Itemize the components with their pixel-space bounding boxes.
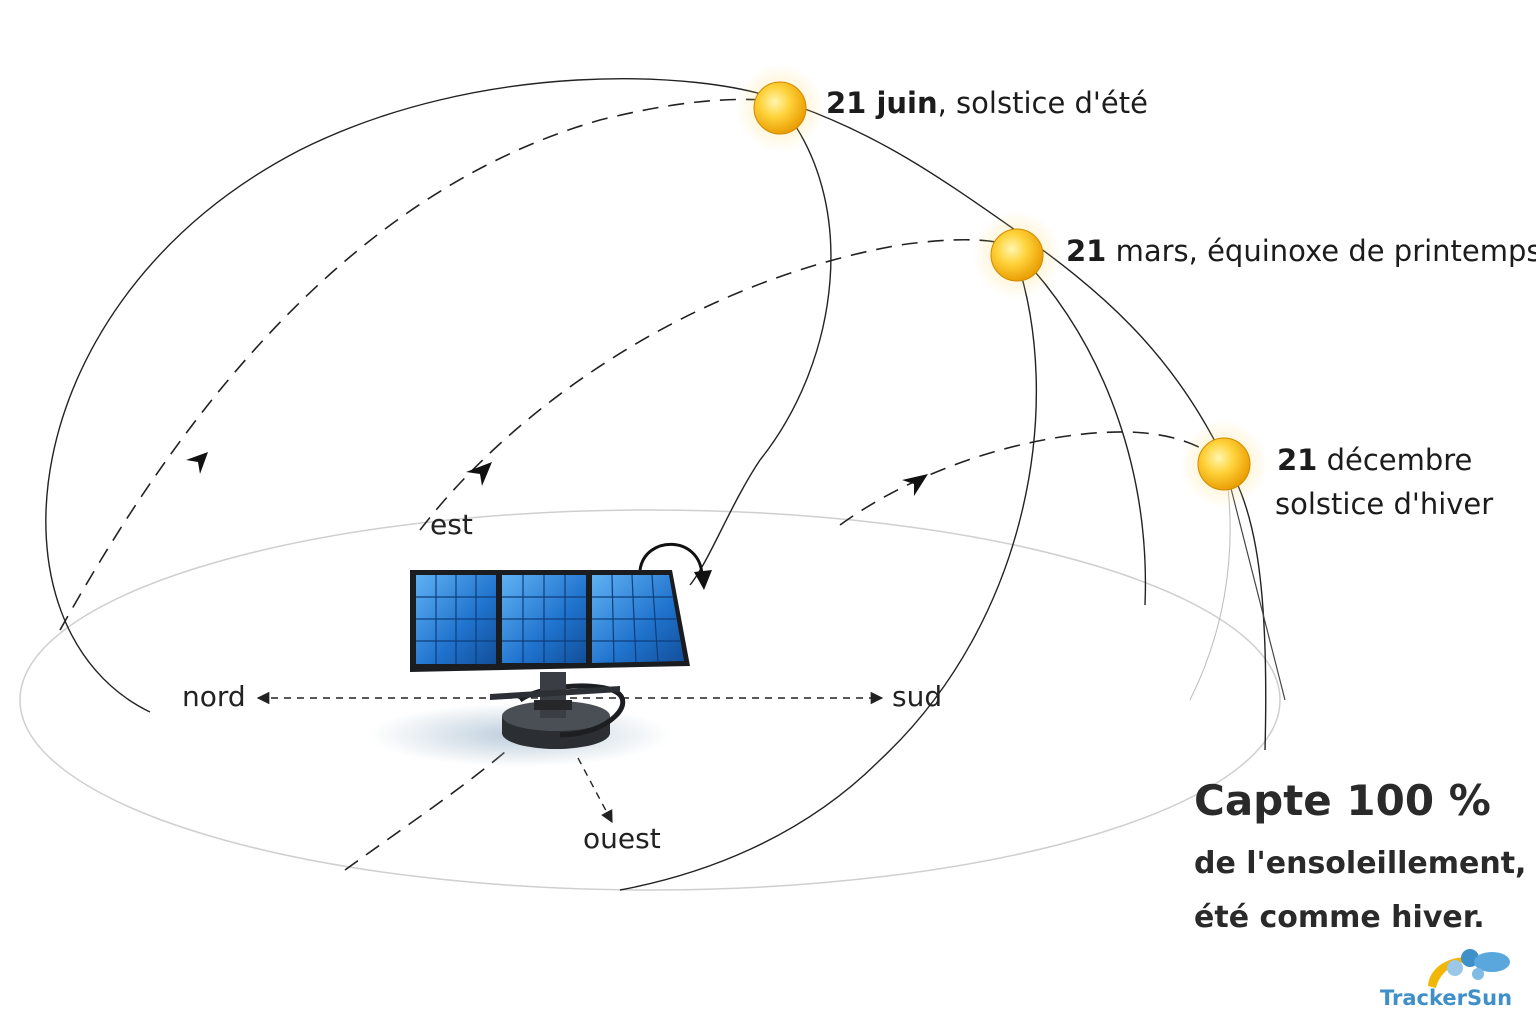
- equinox-dashed-path: [419, 238, 1011, 531]
- spring-equinox-text: mars, équinoxe de printemps: [1106, 234, 1536, 268]
- panel-module-3: [592, 574, 684, 664]
- sun-summer: [736, 64, 824, 152]
- equinox-descent-arc-2: [1019, 254, 1147, 606]
- summer-solstice-text: , solstice d'été: [937, 86, 1148, 120]
- tagline-main: Capte 100 %: [1194, 776, 1491, 825]
- brand-name: TrackerSun: [1380, 986, 1513, 1010]
- direction-sud: sud: [892, 680, 943, 713]
- winter-solstice-date: 21: [1277, 443, 1318, 477]
- sun-winter: [1180, 420, 1268, 508]
- summer-dashed-path: [59, 98, 771, 631]
- winter-solstice-label-2: solstice d'hiver: [1275, 487, 1494, 521]
- winter-path-arrow: [902, 474, 928, 496]
- tagline-line-2: de l'ensoleillement,: [1194, 846, 1527, 881]
- spring-equinox-date: 21: [1066, 234, 1107, 268]
- solar-tracker: [370, 542, 712, 767]
- summer-solstice-label: 21 juin, solstice d'été: [826, 86, 1148, 120]
- trackersun-logo-icon: [1428, 949, 1510, 988]
- lower-dashed-path: [344, 751, 506, 871]
- winter-solstice-text: décembre: [1317, 443, 1473, 477]
- tagline-line-3: été comme hiver.: [1194, 900, 1485, 935]
- direction-est: est: [430, 508, 473, 541]
- summer-descent-arc: [689, 104, 832, 586]
- winter-dashed-path: [839, 431, 1221, 526]
- equinox-descent-arc: [619, 254, 1038, 891]
- panel-module-2: [502, 575, 586, 663]
- direction-ouest: ouest: [583, 822, 661, 855]
- spring-equinox-label: 21 mars, équinoxe de printemps: [1066, 234, 1536, 268]
- panel-module-1: [416, 575, 496, 664]
- west-direction-arrow: [577, 757, 613, 824]
- horizon-ellipse: [19, 509, 1281, 891]
- summer-path-arrow: [186, 452, 208, 474]
- summer-solstice-date: 21 juin: [826, 86, 938, 120]
- winter-solstice-label: 21 décembre: [1277, 443, 1472, 477]
- equinox-path-arrow: [466, 462, 492, 486]
- sun-equinox: [973, 211, 1061, 299]
- direction-nord: nord: [182, 680, 246, 713]
- rotation-arrow: [638, 542, 704, 576]
